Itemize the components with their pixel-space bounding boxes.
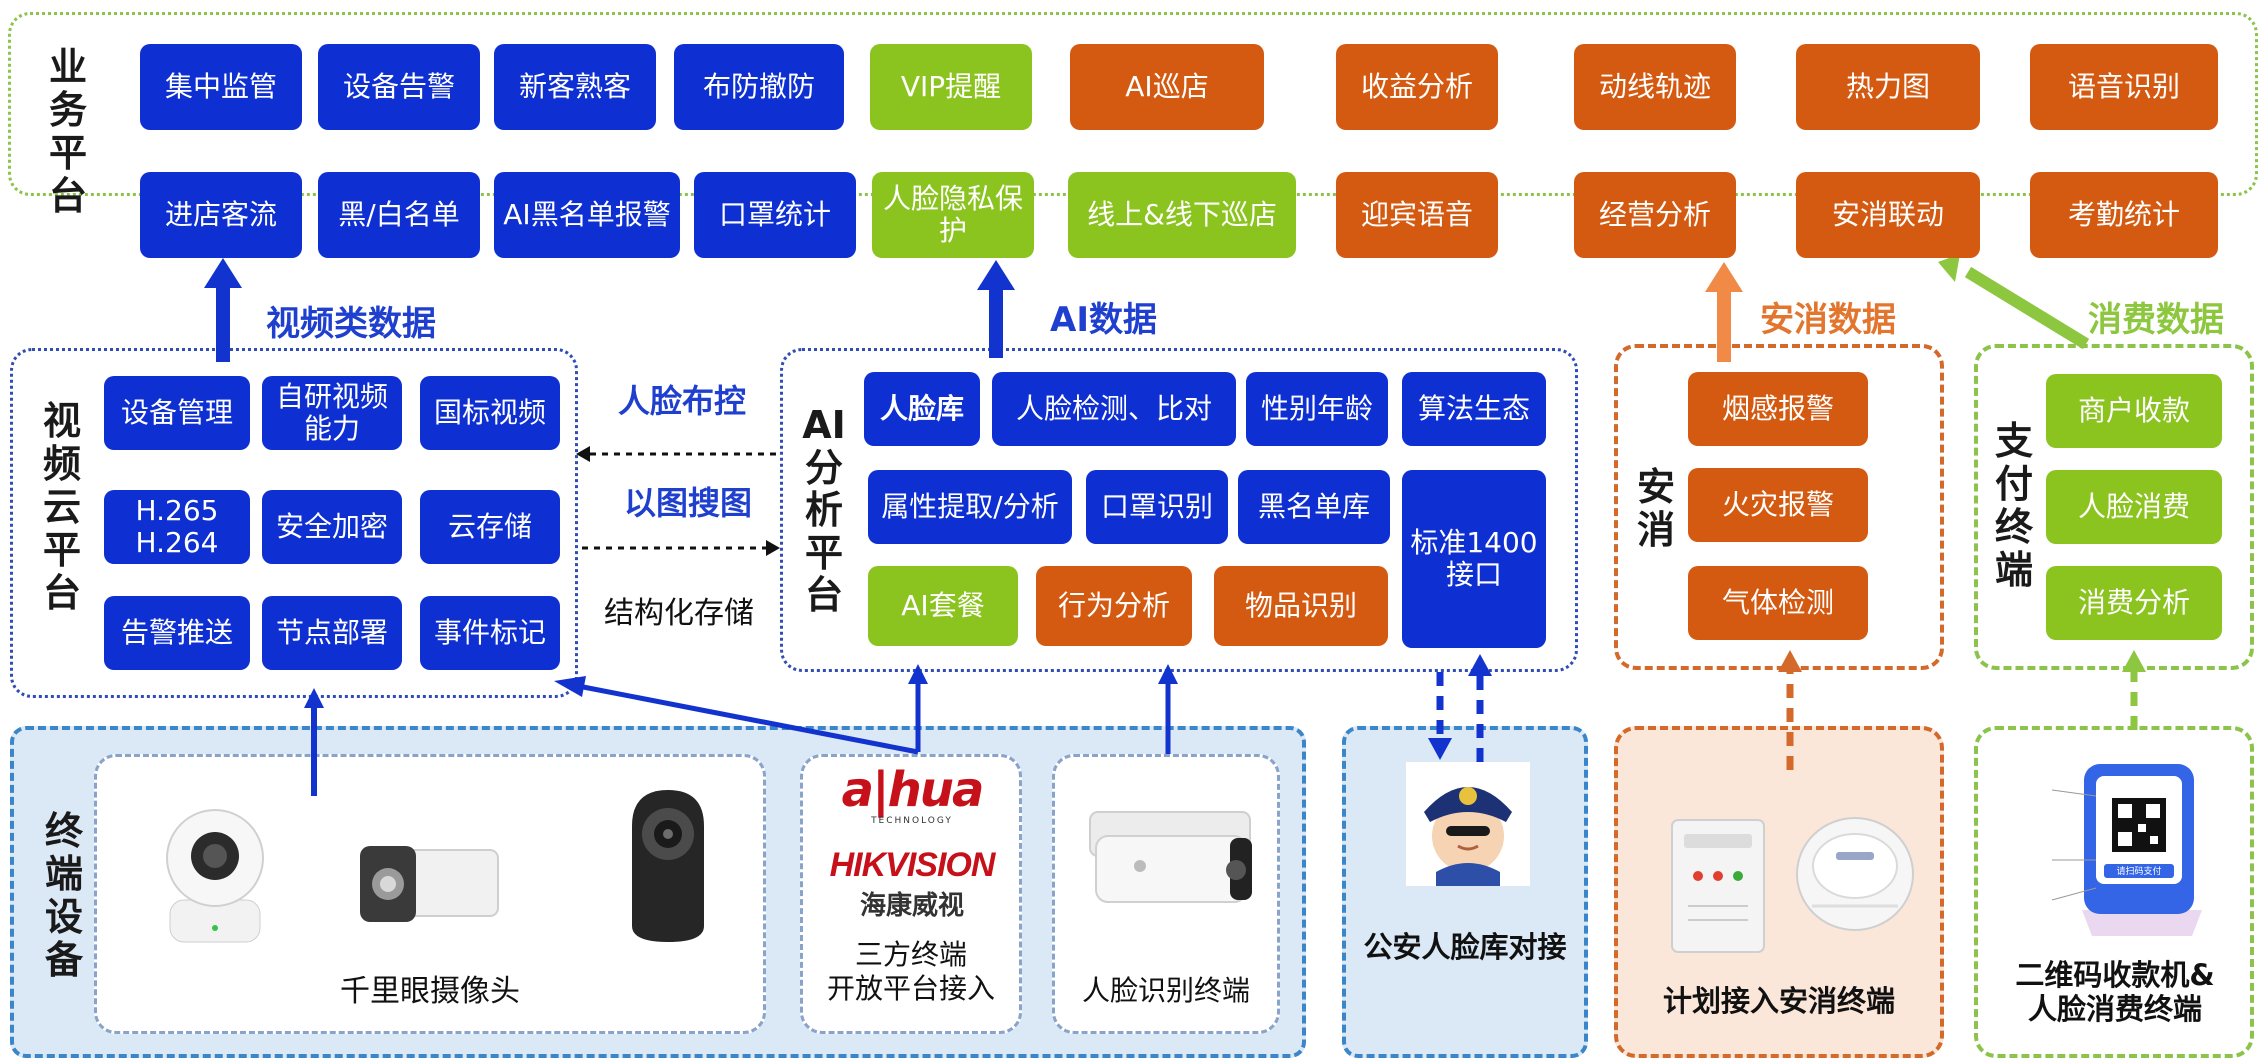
video-cloud-item: 云存储 — [420, 490, 560, 564]
ai-item: 属性提取/分析 — [868, 470, 1072, 544]
video-cloud-item: 安全加密 — [262, 490, 402, 564]
payment-group — [1974, 344, 2254, 670]
camera-caption: 千里眼摄像头 — [340, 974, 520, 1009]
video-data-label: 视频类数据 — [266, 304, 436, 344]
fire-terminal-caption: 计划接入安消终端 — [1662, 984, 1895, 1018]
ai-item: 算法生态 — [1402, 372, 1546, 446]
qr-payment-device-icon — [2051, 764, 2202, 936]
business-row1-item: 新客熟客 — [494, 44, 656, 130]
business-row2-item: 进店客流 — [140, 172, 302, 258]
face-camera-icon — [1089, 811, 1252, 903]
business-row2-item: 人脸隐私保护 — [872, 172, 1034, 258]
fire-safety-item: 烟感报警 — [1688, 372, 1868, 446]
terminal-devices-label: 终 端 设 备 — [44, 809, 83, 982]
ai-item: AI套餐 — [868, 566, 1018, 646]
business-row2-item: 考勤统计 — [2030, 172, 2218, 258]
business-row2-item: 安消联动 — [1796, 172, 1980, 258]
business-row1-item: 设备告警 — [318, 44, 480, 130]
ai-data-label: AI数据 — [1050, 300, 1157, 340]
panoramic-camera-icon — [632, 790, 704, 942]
hikvision-logo-text: HIKVISION — [829, 846, 996, 884]
bullet-camera-icon — [360, 846, 499, 922]
ai-item: 标准1400 接口 — [1402, 470, 1546, 648]
business-row2-item: 迎宾语音 — [1336, 172, 1498, 258]
ai-item: 性别年龄 — [1246, 372, 1388, 446]
fire-safety-label: 安 消 — [1636, 465, 1675, 552]
hikvision-logo-cn: 海康威视 — [859, 891, 964, 921]
business-row2-item: 黑/白名单 — [318, 172, 480, 258]
video-cloud-item: H.265 H.264 — [104, 490, 250, 564]
payment-item: 商户收款 — [2046, 374, 2222, 448]
business-row1-item: 收益分析 — [1336, 44, 1498, 130]
consume-data-label: 消费数据 — [2088, 300, 2224, 340]
business-row1-item: 热力图 — [1796, 44, 1980, 130]
fire-safety-group — [1614, 344, 1944, 670]
business-row1-item: AI巡店 — [1070, 44, 1264, 130]
business-row2-item: 线上&线下巡店 — [1068, 172, 1296, 258]
qr-screen-text: 请扫码支付 — [2116, 867, 2162, 877]
video-cloud-item: 告警推送 — [104, 596, 250, 670]
video-cloud-group — [10, 348, 578, 698]
police-caption: 公安人脸库对接 — [1363, 930, 1567, 964]
ai-item: 物品识别 — [1214, 566, 1388, 646]
ai-item: 行为分析 — [1036, 566, 1192, 646]
business-platform-label: 业 务 平 台 — [48, 45, 87, 218]
ai-platform-group — [780, 348, 1578, 672]
ai-item-face-lib: 人脸库 — [864, 372, 980, 446]
fire-data-label: 安消数据 — [1760, 300, 1896, 340]
ai-item: 口罩识别 — [1086, 470, 1228, 544]
ai-item: 黑名单库 — [1238, 470, 1390, 544]
payment-item: 消费分析 — [2046, 566, 2222, 640]
business-row1-item: VIP提醒 — [870, 44, 1032, 130]
dahua-logo-text: a|hua — [841, 762, 985, 818]
business-row1-item: 语音识别 — [2030, 44, 2218, 130]
third-party-caption: 三方终端 开放平台接入 — [826, 938, 995, 1005]
police-avatar-icon — [1406, 762, 1530, 886]
video-cloud-label: 视 频 云 平 台 — [42, 399, 81, 615]
third-party-panel — [800, 754, 1022, 1034]
video-cloud-item: 国标视频 — [420, 376, 560, 450]
dome-camera-icon — [166, 809, 264, 943]
dahua-logo: a|hua TECHNOLOGY — [812, 764, 1012, 830]
ai-item: 人脸检测、比对 — [992, 372, 1236, 446]
business-row1-item: 布防撤防 — [674, 44, 844, 130]
smoke-detector-icon — [1796, 817, 1914, 931]
video-cloud-item: 设备管理 — [104, 376, 250, 450]
payment-terminal-group — [1974, 726, 2254, 1058]
struct-storage-label: 结构化存储 — [604, 596, 754, 631]
fire-safety-item: 火灾报警 — [1688, 468, 1868, 542]
face-deploy-label: 人脸布控 — [618, 382, 747, 420]
business-row2-item: 口罩统计 — [694, 172, 856, 258]
video-cloud-item: 事件标记 — [420, 596, 560, 670]
payment-label: 支 付 终 端 — [1994, 419, 2033, 592]
video-cloud-item: 自研视频 能力 — [262, 376, 402, 450]
hikvision-logo: HIKVISION 海康威视 — [810, 846, 1014, 922]
image-search-label: 以图搜图 — [624, 484, 753, 522]
business-row1-item: 集中监管 — [140, 44, 302, 130]
payment-item: 人脸消费 — [2046, 470, 2222, 544]
gas-detector-icon — [1671, 819, 1765, 953]
business-row2-item: AI黑名单报警 — [494, 172, 680, 258]
dahua-logo-sub: TECHNOLOGY — [871, 816, 953, 826]
business-row1-item: 动线轨迹 — [1574, 44, 1736, 130]
ai-platform-label: AI 分 析 平 台 — [802, 403, 846, 618]
face-terminal-caption: 人脸识别终端 — [1081, 974, 1250, 1007]
video-cloud-item: 节点部署 — [262, 596, 402, 670]
fire-safety-item: 气体检测 — [1688, 566, 1868, 640]
payment-terminal-caption: 二维码收款机& 人脸消费终端 — [2015, 958, 2215, 1027]
business-row2-item: 经营分析 — [1574, 172, 1736, 258]
